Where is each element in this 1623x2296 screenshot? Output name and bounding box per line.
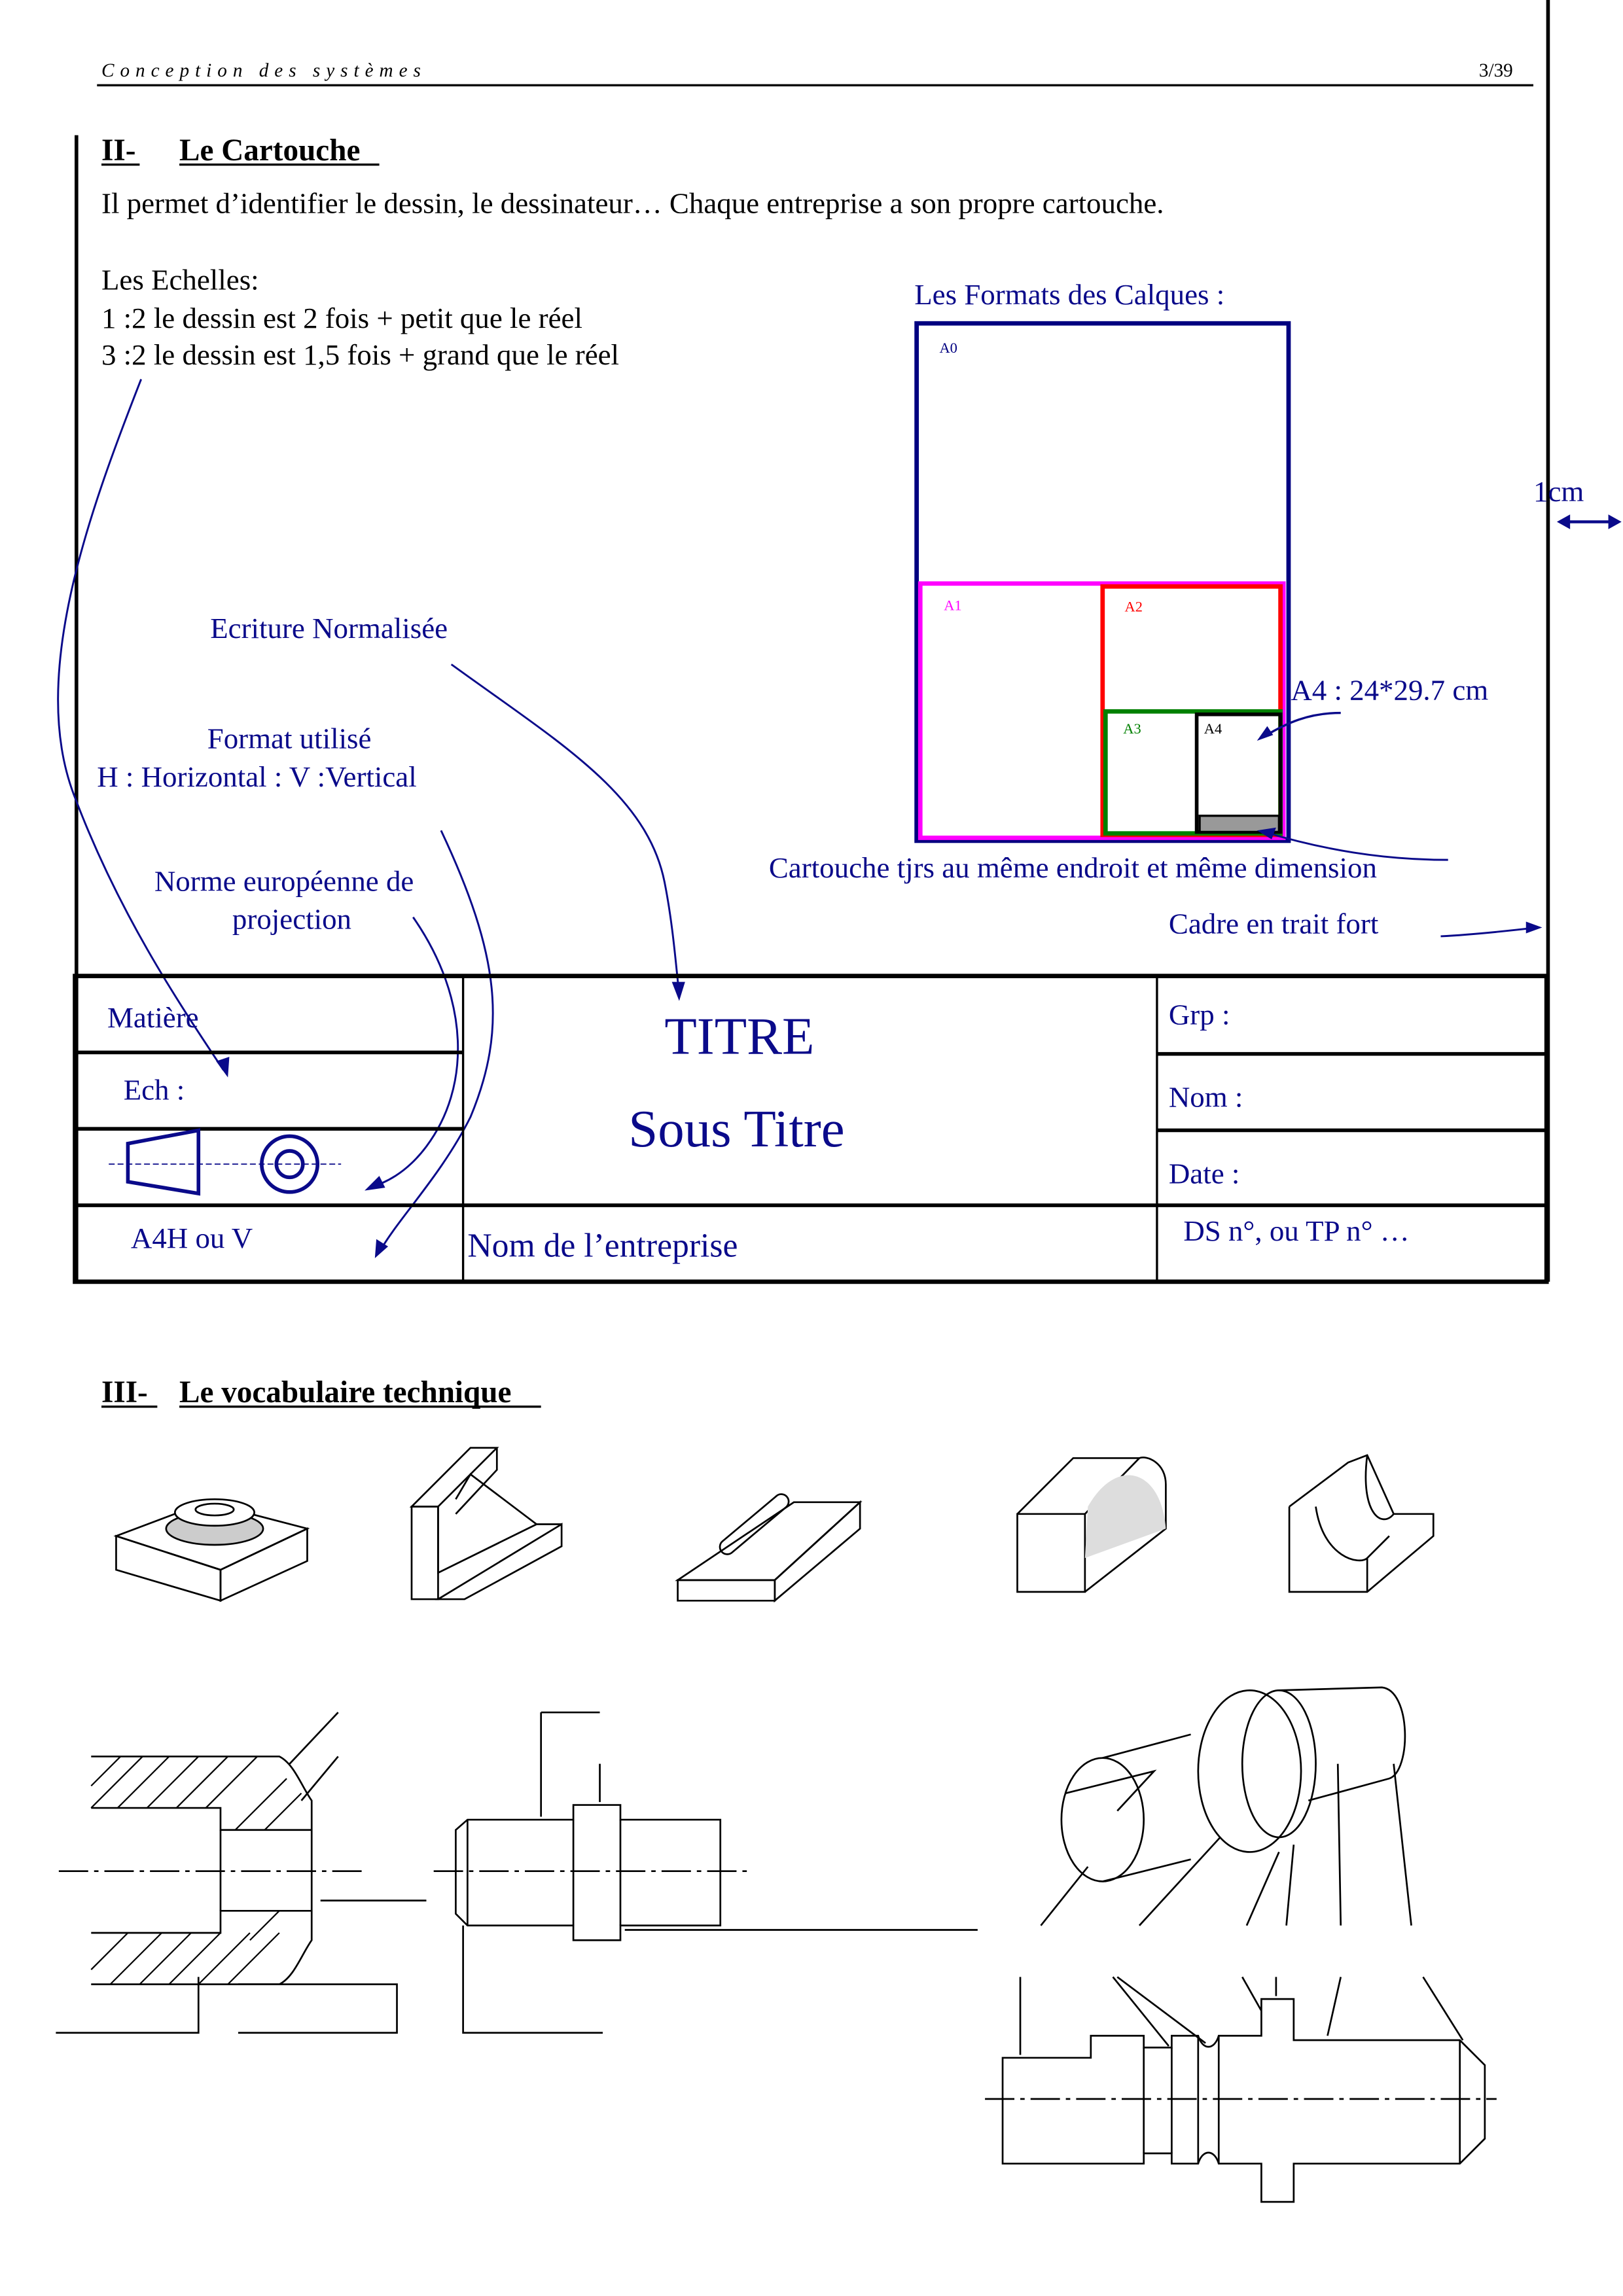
annotation-cadre: Cadre en trait fort [1169, 907, 1379, 940]
annotation-format: Format utilisé [207, 722, 372, 754]
a4-note: A4 : 24*29.7 cm [1291, 673, 1488, 706]
annotation-norme-2: projection [232, 903, 351, 936]
formats-title: Les Formats des Calques : [914, 278, 1224, 311]
arrow-head [1257, 726, 1274, 741]
header-title: Conception des systèmes [101, 60, 427, 81]
title-block [73, 974, 1549, 1284]
format-a0 [914, 321, 1291, 843]
label-a2: A2 [1124, 599, 1142, 615]
section-3-number: III- [101, 1375, 148, 1409]
margin-note: 1cm [1533, 475, 1584, 508]
label-a3: A3 [1123, 720, 1141, 737]
projection-symbol-icon [109, 1128, 342, 1196]
section-3-title: Le vocabulaire technique [179, 1375, 511, 1409]
technical-drawings [56, 1447, 1497, 2203]
page-number: 3/39 [1479, 60, 1513, 81]
annotation-cartouche: Cartouche tjrs au même endroit et même d… [769, 851, 1377, 884]
field-format: A4H ou V [131, 1222, 253, 1254]
field-date: Date : [1169, 1157, 1240, 1190]
part-groove-icon [1288, 1454, 1435, 1593]
annotation-norme-1: Norme européenne de [154, 864, 414, 897]
scale-1: 1 :2 le dessin est 2 fois + petit que le… [101, 302, 582, 334]
field-ds: DS n°, ou TP n° … [1183, 1214, 1409, 1247]
shaft-3d-drawing [1040, 1686, 1412, 1926]
field-entreprise: Nom de l’entreprise [467, 1227, 738, 1265]
shaft-side-drawing [985, 1976, 1497, 2203]
field-titre: TITRE [664, 1008, 814, 1066]
annotation-orientation: H : Horizontal : V :Vertical [97, 760, 416, 793]
intro-text: Il permet d’identifier le dessin, le des… [101, 187, 1164, 220]
scales-label: Les Echelles: [101, 264, 259, 296]
field-nom: Nom : [1169, 1081, 1243, 1114]
section-2-number: II- [101, 133, 135, 168]
section-view-drawing [56, 1712, 427, 2034]
field-ech: Ech : [124, 1073, 185, 1106]
annotation-ecriture: Ecriture Normalisée [210, 612, 448, 645]
scale-2: 3 :2 le dessin est 1,5 fois + grand que … [101, 338, 619, 371]
field-grp: Grp : [1169, 998, 1230, 1031]
part-slot-icon [675, 1493, 863, 1603]
part-rounded-edge-icon [1016, 1457, 1167, 1593]
format-a1 [918, 581, 1286, 840]
field-matiere: Matière [107, 1001, 199, 1034]
part-rib-icon [409, 1447, 563, 1600]
label-a4: A4 [1204, 720, 1222, 737]
section-2-title: Le Cartouche [179, 133, 360, 168]
label-a1: A1 [944, 597, 961, 613]
field-sous-titre: Sous Titre [628, 1100, 844, 1158]
label-a0: A0 [939, 340, 957, 356]
part-boss-icon [113, 1498, 310, 1602]
shaft-view-drawing [433, 1711, 978, 2034]
